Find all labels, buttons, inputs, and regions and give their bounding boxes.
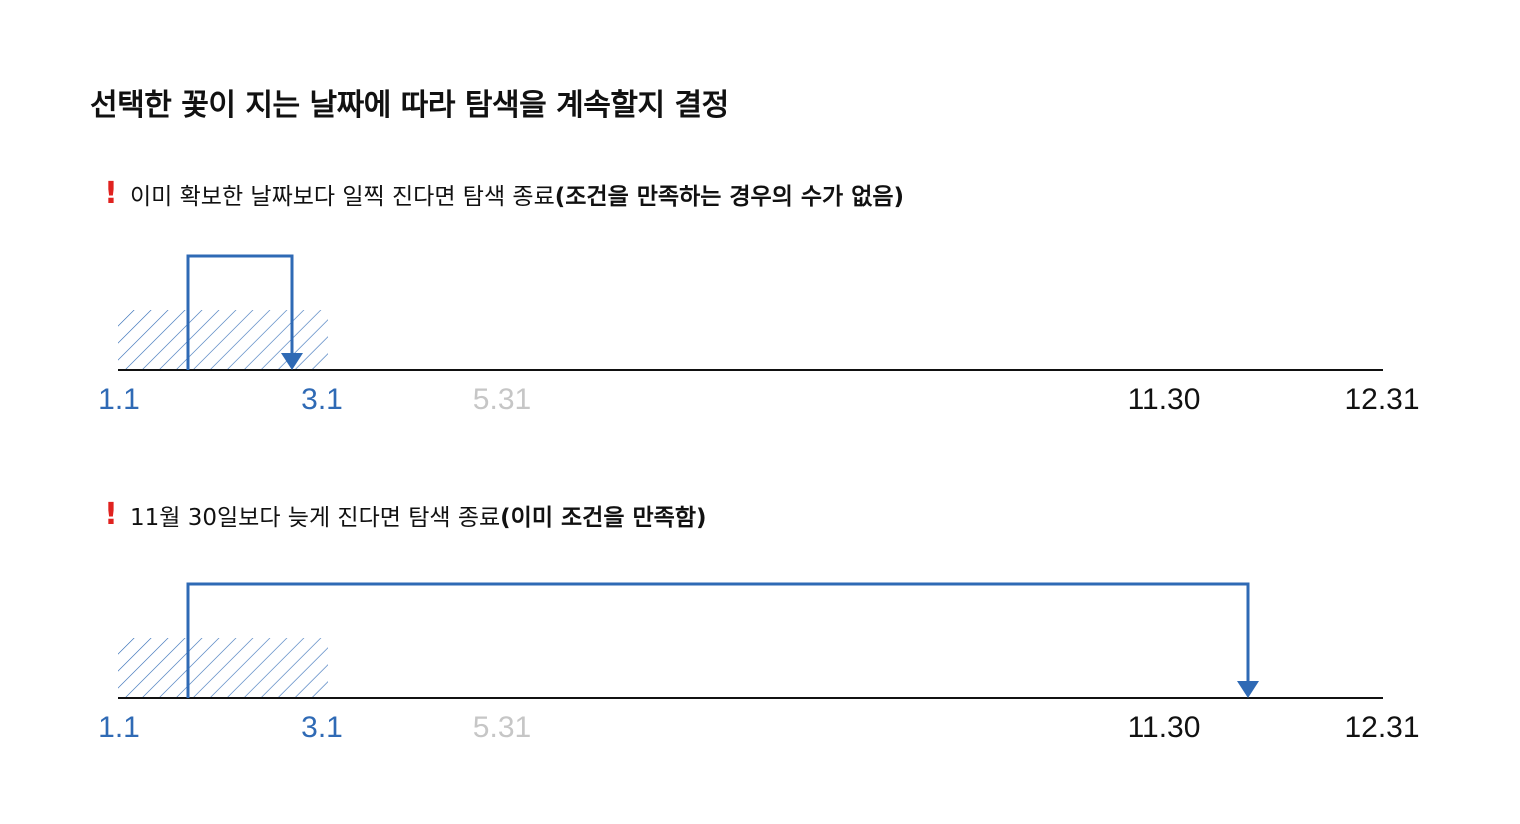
tick-label-12-31: 12.31 bbox=[1344, 711, 1419, 744]
tick-label-5-31: 5.31 bbox=[473, 711, 531, 744]
case-2-emphasis: (이미 조건을 만족함) bbox=[500, 504, 707, 531]
tick-label-11-30: 11.30 bbox=[1128, 383, 1201, 416]
tick-label-12-31: 12.31 bbox=[1344, 383, 1419, 416]
case-1-note: ! 이미 확보한 날짜보다 일찍 진다면 탐색 종료 (조건을 만족하는 경우의… bbox=[100, 176, 904, 211]
exclamation-icon: ! bbox=[104, 176, 118, 211]
page-title: 선택한 꽃이 지는 날짜에 따라 탐색을 계속할지 결정 bbox=[90, 88, 729, 123]
search-arrow-path bbox=[186, 582, 1250, 698]
case-2-note: ! 11월 30일보다 늦게 진다면 탐색 종료 (이미 조건을 만족함) bbox=[100, 497, 707, 532]
tick-label-5-31: 5.31 bbox=[473, 383, 531, 416]
tick-label-3-1: 3.1 bbox=[301, 383, 343, 416]
search-arrow-path bbox=[186, 254, 294, 370]
case-1-text: 이미 확보한 날짜보다 일찍 진다면 탐색 종료 bbox=[130, 183, 555, 210]
tick-label-11-30: 11.30 bbox=[1128, 711, 1201, 744]
tick-label-1-1: 1.1 bbox=[98, 383, 140, 416]
case-1-timeline: 1.1 3.1 5.31 11.30 12.31 bbox=[98, 254, 1420, 416]
tick-label-3-1: 3.1 bbox=[301, 711, 343, 744]
case-2-text: 11월 30일보다 늦게 진다면 탐색 종료 bbox=[130, 504, 501, 531]
tick-label-1-1: 1.1 bbox=[98, 711, 140, 744]
arrow-head-icon bbox=[1237, 681, 1259, 698]
exclamation-icon: ! bbox=[104, 497, 118, 532]
arrow-head-icon bbox=[281, 353, 303, 370]
secured-range-hatch bbox=[118, 638, 328, 698]
case-2-timeline: 1.1 3.1 5.31 11.30 12.31 bbox=[98, 582, 1420, 744]
case-1-emphasis: (조건을 만족하는 경우의 수가 없음) bbox=[554, 183, 905, 210]
